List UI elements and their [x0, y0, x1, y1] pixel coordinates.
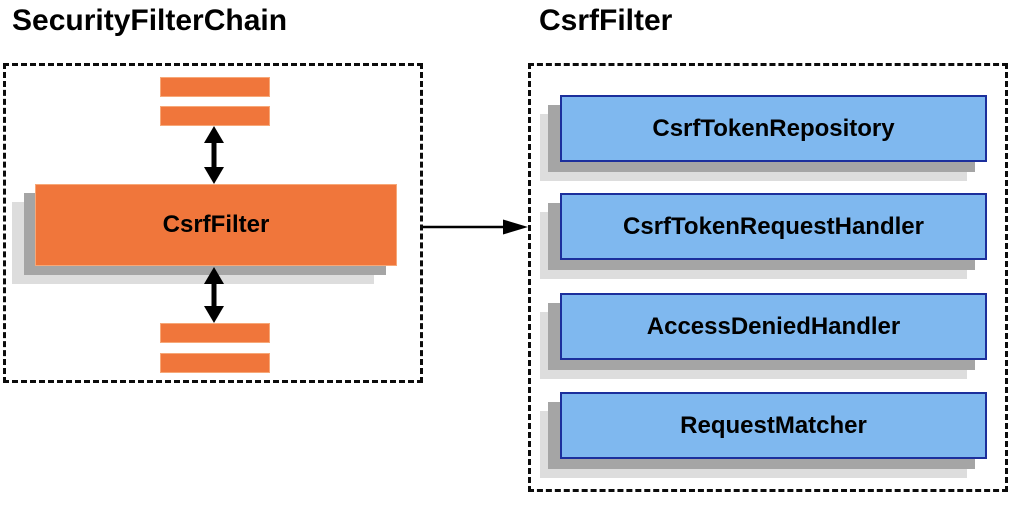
filter-chain-bar [160, 323, 270, 343]
component-box-label: CsrfTokenRequestHandler [623, 212, 924, 240]
component-box-access-denied-handler: AccessDeniedHandler [560, 293, 987, 360]
security-filter-chain-container [3, 63, 423, 383]
component-box-request-matcher: RequestMatcher [560, 392, 987, 459]
component-box-csrf-token-repository: CsrfTokenRepository [560, 95, 987, 162]
component-box-label: AccessDeniedHandler [646, 312, 901, 340]
csrf-filter-box: CsrfFilter [35, 184, 397, 266]
component-box-label: RequestMatcher [680, 411, 867, 439]
component-box-label: CsrfTokenRepository [652, 114, 895, 142]
filter-chain-bar [160, 353, 270, 373]
left-panel-title: SecurityFilterChain [12, 4, 288, 37]
double-headed-arrow-icon [204, 267, 224, 323]
right-panel-title: CsrfFilter [539, 4, 673, 37]
csrf-filter-box-label: CsrfFilter [162, 211, 270, 238]
flow-arrow-icon [423, 219, 528, 235]
filter-chain-bar [160, 77, 270, 97]
double-headed-arrow-icon [204, 126, 224, 184]
component-box-csrf-token-request-handler: CsrfTokenRequestHandler [560, 193, 987, 260]
filter-chain-bar [160, 106, 270, 126]
csrf-filter-components-container [528, 63, 1008, 492]
